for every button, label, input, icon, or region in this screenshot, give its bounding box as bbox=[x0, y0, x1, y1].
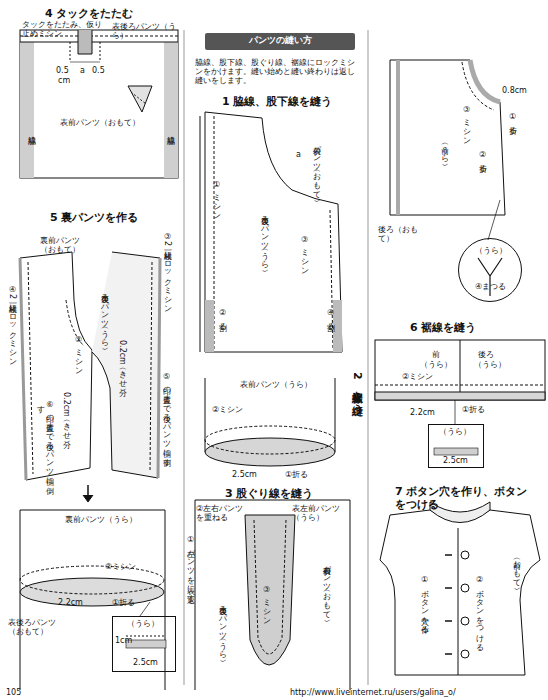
callout-label: ①折る bbox=[462, 405, 485, 414]
callout-label: ⑤印の位置まで後ろパンツ側に倒す bbox=[162, 372, 171, 490]
callout-label: ①折る bbox=[112, 598, 135, 607]
tuck-drawing bbox=[20, 30, 178, 178]
callout-label: 後ろ（おもて） bbox=[378, 225, 418, 243]
vest-drawing bbox=[380, 502, 540, 675]
callout-label: ③2枚一緒にロックミシン bbox=[163, 232, 172, 309]
callout-label: ①折る bbox=[285, 470, 308, 479]
callout-label: 表後ろパンツ（うら） bbox=[112, 22, 182, 40]
callout-label: 裏前パンツ（おもて） bbox=[40, 236, 82, 254]
callout-label: 2.2cm bbox=[410, 408, 435, 417]
callout-label: ③ミシン bbox=[300, 235, 309, 271]
lining-pants-drawing bbox=[20, 252, 160, 502]
callout-label: 表後ろパンツ（おもて） bbox=[8, 618, 60, 636]
callout-label: 裏後ろパンツ（うら） bbox=[260, 210, 269, 264]
callout-label: ①折る bbox=[508, 112, 517, 130]
callout-label: 裏前パンツ（うら） bbox=[65, 515, 137, 524]
hem-drawing bbox=[375, 340, 545, 455]
step-heading: 4 タックをたたむ bbox=[45, 8, 133, 21]
inset-box: （うら） 2.5cm bbox=[428, 424, 484, 468]
callout-label: 表左前パンツ（うら） bbox=[292, 504, 347, 522]
callout-label: 後ろ bbox=[478, 350, 494, 359]
callout-label: 表前パンツ（おもて） bbox=[312, 140, 321, 194]
step-heading: 2 裾線を縫う bbox=[350, 372, 363, 409]
hem-drawing bbox=[205, 378, 335, 466]
callout-label: 脇線、股下線、股ぐり線、裾線にロックミシンをかけます。縫い始めと縫い終わりは返し… bbox=[195, 58, 360, 86]
step-heading: 3 股ぐり線を縫う bbox=[225, 488, 313, 501]
inset-circle: （うら） ④まつる bbox=[458, 238, 522, 302]
callout-label: ②ミシン bbox=[74, 335, 83, 371]
callout-label: a bbox=[80, 66, 85, 75]
callout-label: ②ミシン bbox=[212, 405, 243, 414]
node-text: （うら） bbox=[475, 247, 507, 256]
callout-label: ②折る bbox=[478, 150, 487, 168]
node-text: 2.5cm bbox=[443, 457, 468, 466]
callout-label: 105 bbox=[6, 688, 21, 697]
callout-label: 2.2cm bbox=[58, 598, 83, 607]
callout-label: 0.2cm（きせ分） bbox=[62, 392, 71, 435]
step-heading: 1 脇線、股下線を縫う bbox=[222, 96, 332, 109]
callout-label: 0.5 bbox=[56, 66, 69, 75]
callout-label: 裏後ろパンツ（うら） bbox=[218, 600, 227, 654]
node-text: パンツの縫い方 bbox=[205, 36, 355, 46]
column-divider bbox=[184, 30, 185, 685]
callout-label: 0.2cm（きせ分） bbox=[118, 340, 127, 383]
callout-label: 裏後ろパンツ（うら） bbox=[100, 288, 109, 342]
callout-label: ③ミシン bbox=[262, 585, 271, 621]
step-heading: 6 裾線を縫う bbox=[410, 322, 476, 335]
node-text: 1cm bbox=[115, 637, 132, 646]
callout-label: http://www.liveinternet.ru/users/galina_… bbox=[290, 688, 456, 697]
section-banner: パンツの縫い方 bbox=[205, 33, 355, 50]
hem-drawing bbox=[20, 510, 166, 690]
callout-label: a bbox=[296, 150, 301, 159]
callout-label: ④割る bbox=[326, 308, 335, 326]
step-heading: 5 裏パンツを作る bbox=[50, 212, 138, 225]
callout-label: （うら） bbox=[474, 360, 506, 369]
callout-label: ①ボタン穴を作る bbox=[420, 575, 429, 629]
column-divider bbox=[368, 30, 369, 685]
callout-label: 2.5cm bbox=[232, 470, 257, 479]
callout-label: タックをたたみ、仮り止めミシン bbox=[22, 20, 102, 38]
armhole-drawing bbox=[390, 60, 505, 296]
callout-label: ①ミシン bbox=[212, 180, 221, 216]
callout-label: ①左パンツを表に返す bbox=[186, 535, 195, 598]
step-heading: 7 ボタン穴を作り、ボタンをつける bbox=[395, 486, 535, 511]
callout-label: 前 bbox=[432, 350, 440, 359]
callout-label: ②ミシン bbox=[105, 562, 136, 571]
callout-label: cm bbox=[58, 76, 70, 85]
callout-label: 0.5 bbox=[92, 66, 105, 75]
node-text: （うら） bbox=[127, 620, 159, 629]
callout-label: ②ミシン bbox=[402, 372, 433, 381]
side-seam-drawing bbox=[200, 112, 342, 352]
callout-label: ②左右パンツを重ねる bbox=[196, 504, 251, 522]
callout-label: ②割る bbox=[218, 308, 227, 326]
callout-label: 表前パンツ（おもて） bbox=[60, 118, 140, 127]
callout-label: ③ミシン bbox=[462, 105, 471, 141]
callout-label: 前（うら） bbox=[440, 140, 449, 158]
callout-label: ②ボタンをつける bbox=[475, 575, 484, 647]
node-text: 2.5cm bbox=[133, 659, 158, 668]
crotch-seam-drawing bbox=[195, 500, 350, 690]
callout-label: ④2枚一緒にロックミシン bbox=[8, 285, 17, 362]
node-text: ④まつる bbox=[475, 283, 506, 292]
callout-label: 表右前パンツ（おもて） bbox=[322, 560, 331, 614]
node-text: （うら） bbox=[439, 428, 471, 437]
inset-box: （うら） 1cm 2.5cm bbox=[112, 616, 176, 672]
callout-label: ⑥印の位置まで後ろパンツ側に倒す bbox=[36, 400, 54, 485]
callout-label: 表前パンツ（うら） bbox=[240, 380, 312, 389]
callout-label: 前（おもて） bbox=[512, 555, 521, 582]
callout-label: （うら） bbox=[420, 360, 452, 369]
callout-label: 0.8cm bbox=[502, 86, 527, 95]
